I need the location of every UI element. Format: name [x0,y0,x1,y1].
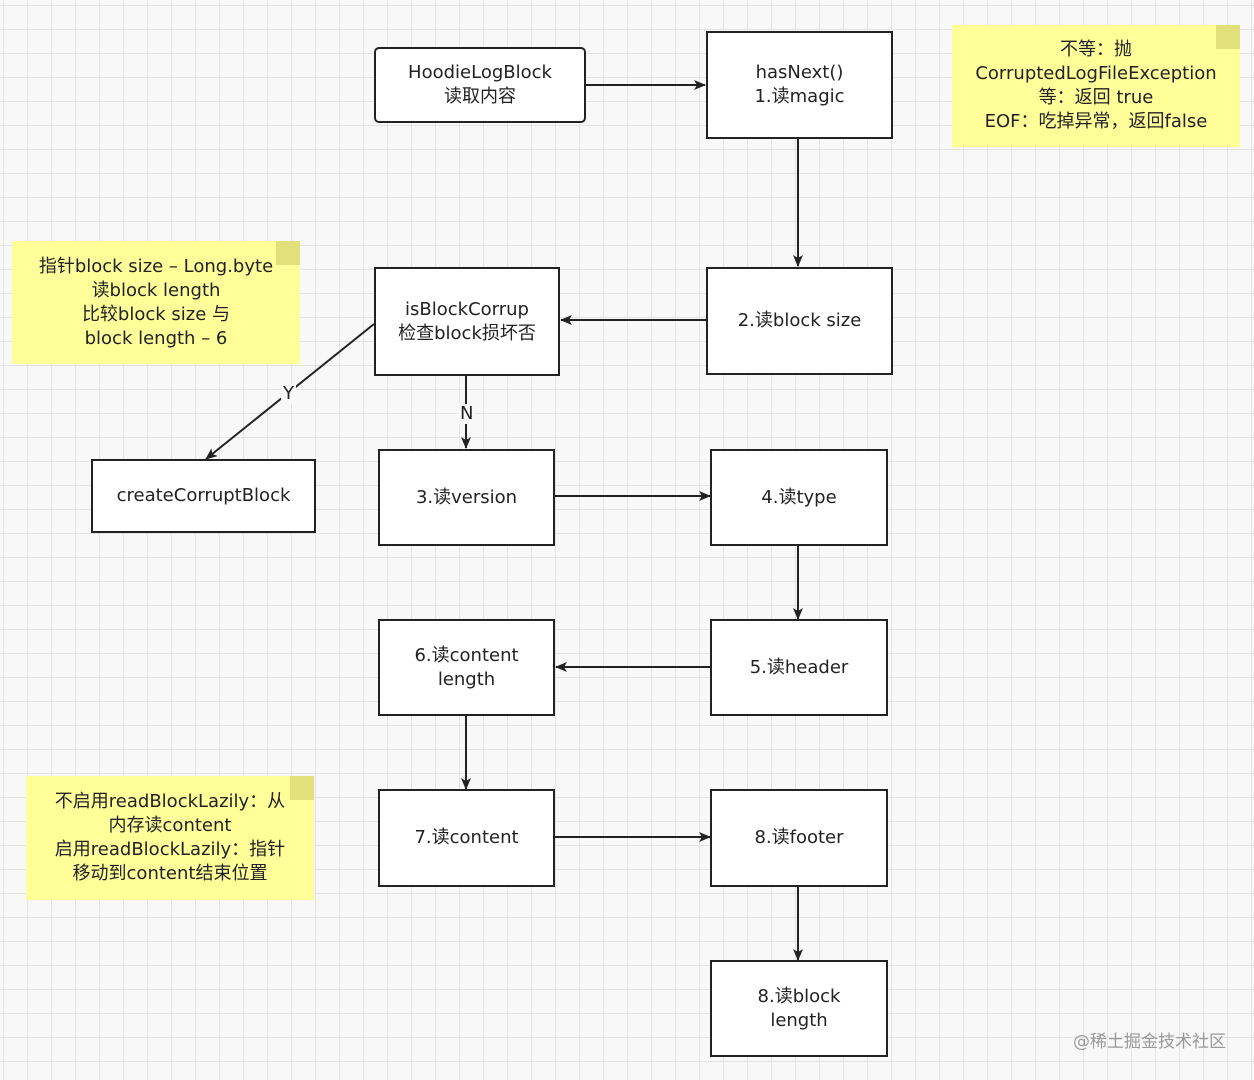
node-read-block-size: 2.读block size [706,267,893,375]
node-label-line: 6.读content [414,644,519,666]
node-label-line: 5.读header [749,656,849,678]
node-label-line: 7.读content [414,827,519,848]
node-hoodie-log-block: HoodieLogBlock 读取内容 [374,47,586,123]
node-read-header: 5.读header [710,619,888,716]
node-label-line: hasNext() [755,62,844,83]
node-label-line: 1.读magic [754,86,845,107]
node-label-line: length [770,1009,828,1031]
note-line: EOF：吃掉异常，返回false [984,111,1208,132]
note-line: 读block length [91,279,221,301]
note-line: 启用readBlockLazily：指针 [54,839,286,860]
node-read-content-length: 6.读content length [378,619,555,716]
node-read-footer: 8.读footer [710,789,888,887]
node-label-line: HoodieLogBlock [408,62,552,83]
node-label-line: createCorruptBlock [116,485,291,506]
node-label-line: length [437,668,496,690]
node-label-line: 读取内容 [444,86,516,107]
note-line: 不等：抛 [1060,39,1132,60]
node-label-line: 2.读block size [737,310,862,331]
note-corrupt-check: 指针block size – Long.byte 读block length 比… [12,241,300,364]
note-line: 比较block size 与 [81,303,231,325]
node-has-next: hasNext() 1.读magic [706,31,893,139]
node-label-line: isBlockCorrup [405,298,529,320]
node-label-line: 3.读version [415,486,518,508]
note-line: block length – 6 [84,327,228,349]
note-magic-result: 不等：抛 CorruptedLogFileException 等：返回 true… [952,25,1240,147]
note-line: 移动到content结束位置 [72,863,268,884]
note-line: 指针block size – Long.byte [38,255,274,277]
node-read-version: 3.读version [378,449,555,546]
note-line: 内存读content [108,815,232,836]
node-is-block-corrupt: isBlockCorrup 检查block损坏否 [374,267,560,376]
note-line: 等：返回 true [1038,87,1154,108]
edge-label-no: N [458,403,476,424]
note-line: CorruptedLogFileException [975,63,1217,84]
node-read-content: 7.读content [378,789,555,887]
node-label-line: 8.读footer [754,827,844,848]
node-read-type: 4.读type [710,449,888,546]
node-read-block-length: 8.读block length [710,960,888,1057]
note-lazy-read: 不启用readBlockLazily：从 内存读content 启用readBl… [26,776,314,900]
watermark: @稀土掘金技术社区 [1073,1032,1226,1052]
edge-label-yes: Y [281,383,296,404]
note-line: 不启用readBlockLazily：从 [54,791,286,812]
node-label-line: 8.读block [757,985,841,1007]
node-label-line: 检查block损坏否 [398,322,536,344]
node-label-line: 4.读type [761,486,837,508]
node-create-corrupt-block: createCorruptBlock [91,459,316,533]
